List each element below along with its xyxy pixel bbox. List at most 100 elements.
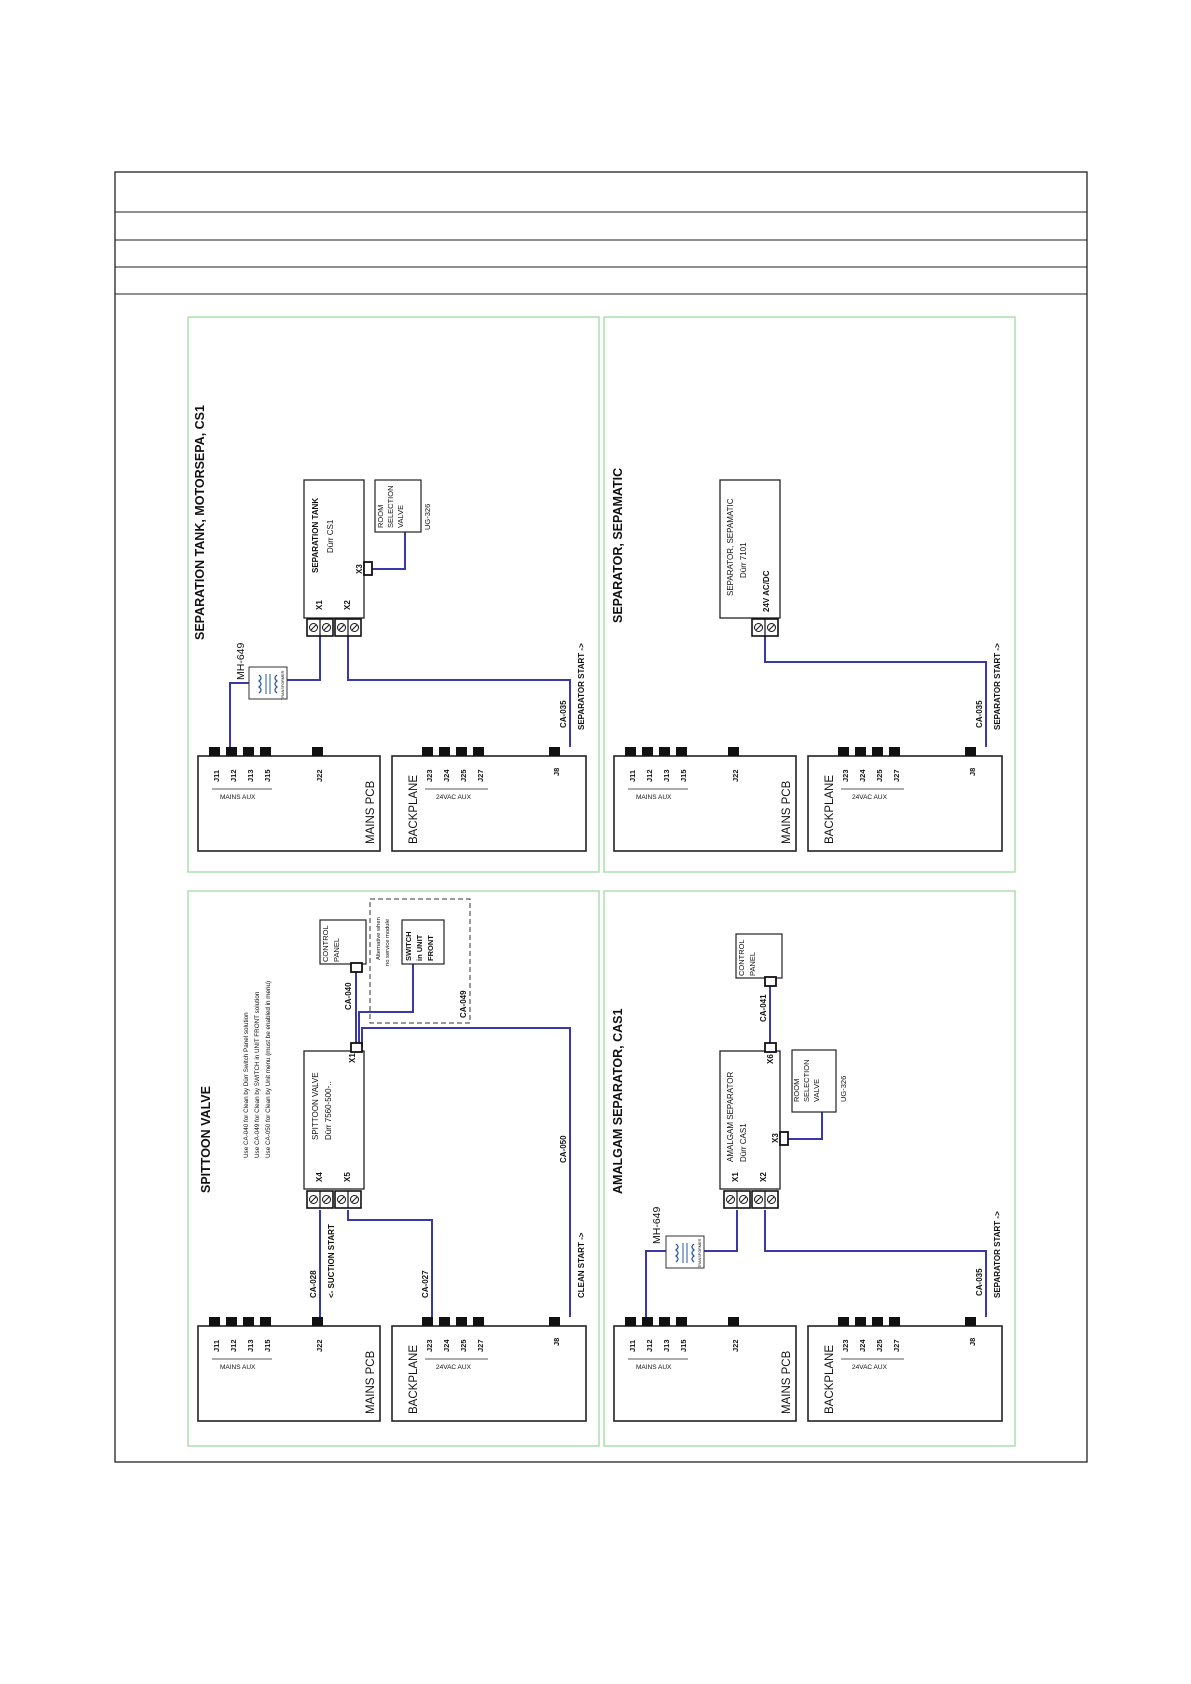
svg-text:X1: X1 [348,1053,357,1063]
svg-text:J27: J27 [476,769,485,782]
svg-text:MAINS PCB: MAINS PCB [365,1350,377,1414]
svg-text:J8: J8 [968,1338,977,1346]
room-selection-valve-cas1: ROOM SELECTION VALVE UG-326 [791,1049,848,1113]
svg-text:SELECTION: SELECTION [386,485,395,528]
panel-sepamatic: SEPARATOR, SEPAMATIC SEPARATOR, SEPAMATI… [611,468,1003,852]
svg-text:BACKPLANE: BACKPLANE [408,775,420,844]
svg-text:MH-649: MH-649 [235,642,247,680]
separator-start-label-cas1: SEPARATOR START -> [993,1211,1002,1298]
svg-text:J12: J12 [229,769,238,782]
svg-text:J23: J23 [425,1339,434,1352]
spittoon-valve-device: SPITTOON VALVE Dürr 7560-500-.. X1 X4 X5 [303,1042,365,1209]
svg-text:24V AC/DC: 24V AC/DC [762,570,771,612]
svg-text:J12: J12 [645,1339,654,1352]
svg-text:24VAC AUX: 24VAC AUX [852,794,888,801]
svg-text:J13: J13 [246,769,255,782]
svg-text:MAINS PCB: MAINS PCB [365,780,377,844]
transformer-cs1: TRANSFORMER MH-649 [235,642,288,700]
cable-label-ca040: CA-040 [344,982,353,1010]
svg-text:PANEL: PANEL [332,938,341,962]
panel-border-sepamatic [603,316,1016,873]
cable-label-ca027: CA-027 [421,1270,430,1298]
svg-text:Dürr CS1: Dürr CS1 [326,519,335,553]
svg-text:J25: J25 [459,769,468,782]
svg-text:UG-326: UG-326 [839,1076,848,1102]
boards-spittoon: J11 J12 J13 J15 J22 MAINS AUX MAINS PCB … [197,1316,587,1422]
svg-text:J11: J11 [628,770,637,782]
svg-text:MH-649: MH-649 [651,1206,663,1244]
switch-unit-front: SWITCH in UNIT FRONT [401,919,445,965]
svg-text:TRANSFORMER: TRANSFORMER [281,670,285,700]
svg-text:FRONT: FRONT [426,935,435,961]
panel-cas1: AMALGAM SEPARATOR, CAS1 CONTROL PANEL CA… [611,933,1003,1422]
svg-text:J23: J23 [841,769,850,782]
svg-text:J13: J13 [246,1339,255,1352]
amalgam-separator-device: AMALGAM SEPARATOR Dürr CAS1 X1 X2 X3 X6 [719,1042,789,1209]
svg-text:ROOM: ROOM [376,505,385,528]
panel-border-cs1 [187,316,600,873]
cable-label-ca049: CA-049 [459,990,468,1018]
svg-text:BACKPLANE: BACKPLANE [824,1345,836,1414]
boards-cs1: J11 J12 J13 J15 J22 MAINS AUX MAINS PCB … [197,746,587,852]
svg-text:J12: J12 [229,1339,238,1352]
svg-text:J15: J15 [263,1339,272,1352]
suction-start-label: <- SUCTION START [327,1224,336,1298]
svg-text:MAINS PCB: MAINS PCB [781,780,793,844]
svg-text:J11: J11 [212,1340,221,1352]
svg-text:J11: J11 [628,1340,637,1352]
svg-text:J8: J8 [552,1338,561,1346]
spittoon-note-1: Use CA-040 for Clean by Dürr Switch Pane… [243,1012,250,1158]
svg-text:Alternative when: Alternative when [376,917,382,960]
separator-sepamatic-device: SEPARATOR, SEPAMATIC Dürr 7101 24V AC/DC [719,479,781,637]
alternative-switch-box [369,898,471,1024]
spittoon-note-3: Use CA-050 for Clean by Unit menu (must … [265,981,272,1158]
separator-start-label-sepamatic: SEPARATOR START -> [993,643,1002,730]
svg-text:J11: J11 [212,770,221,782]
svg-text:AMALGAM SEPARATOR: AMALGAM SEPARATOR [726,1072,735,1162]
transformer-cas1: TRANSFORMER MH-649 [651,1206,705,1269]
svg-text:SPITTOON VALVE: SPITTOON VALVE [311,1072,320,1140]
svg-text:X3: X3 [355,564,364,574]
svg-text:MAINS AUX: MAINS AUX [220,794,256,801]
control-panel-cas1: CONTROL PANEL [735,933,783,987]
wires-cs1 [229,532,571,747]
svg-text:J15: J15 [263,769,272,782]
svg-text:BACKPLANE: BACKPLANE [408,1345,420,1414]
svg-text:X1: X1 [315,600,324,610]
panel-title-cs1: SEPARATION TANK, MOTORSEPA, CS1 [193,405,207,640]
svg-text:24VAC AUX: 24VAC AUX [436,1364,472,1371]
panel-spittoon: SPITTOON VALVE Use CA-040 for Clean by D… [197,898,587,1422]
boards-sepamatic: J11 J12 J13 J15 J22 MAINS AUX MAINS PCB … [613,746,1003,852]
boards-cas1: J11 J12 J13 J15 J22 MAINS AUX MAINS PCB … [613,1316,1003,1422]
separator-start-label-cs1: SEPARATOR START -> [577,643,586,730]
svg-text:24VAC AUX: 24VAC AUX [852,1364,888,1371]
svg-text:J24: J24 [858,769,867,782]
svg-text:VALVE: VALVE [396,505,405,528]
svg-text:J27: J27 [892,769,901,782]
svg-text:J22: J22 [315,769,324,782]
panel-title-cas1: AMALGAM SEPARATOR, CAS1 [611,1009,625,1194]
svg-text:PANEL: PANEL [748,952,757,976]
cable-label-cas1: CA-035 [975,1268,984,1296]
svg-text:J24: J24 [442,1339,451,1352]
control-panel-spittoon: CONTROL PANEL [319,919,367,973]
svg-text:VALVE: VALVE [812,1079,821,1102]
svg-text:J13: J13 [662,1339,671,1352]
svg-text:X3: X3 [771,1133,780,1143]
svg-text:CONTROL: CONTROL [321,925,330,962]
svg-text:X1: X1 [731,1172,740,1182]
panel-cs1: SEPARATION TANK, MOTORSEPA, CS1 SEPARATI… [193,405,587,852]
svg-text:J8: J8 [552,768,561,776]
svg-text:J15: J15 [679,1339,688,1352]
panel-border-spittoon [187,890,600,1447]
panel-title-sepamatic: SEPARATOR, SEPAMATIC [611,468,625,623]
svg-text:J22: J22 [315,1339,324,1352]
panel-border-cas1 [603,890,1016,1447]
svg-text:X6: X6 [766,1054,775,1064]
svg-text:J24: J24 [858,1339,867,1352]
svg-text:J15: J15 [679,769,688,782]
cable-label-ca028: CA-028 [309,1270,318,1298]
svg-text:SEPARATION TANK: SEPARATION TANK [311,498,320,573]
page-frame [114,171,1088,1463]
